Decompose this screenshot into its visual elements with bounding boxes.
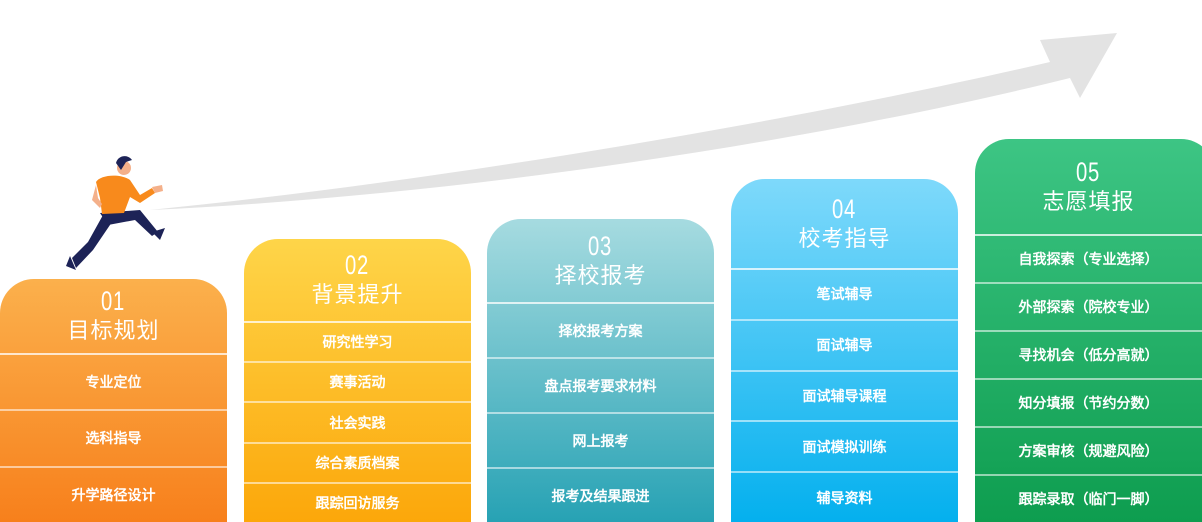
step-header: 05 志愿填报 — [975, 139, 1202, 236]
step-item[interactable]: 网上报考 — [487, 414, 714, 469]
runner-icon — [66, 156, 165, 270]
step-04-column: 04 校考指导 笔试辅导 面试辅导 面试辅导课程 面试模拟训练 辅导资料 — [731, 179, 958, 522]
step-item[interactable]: 自我探索（专业选择） — [975, 236, 1202, 284]
step-item[interactable]: 面试辅导课程 — [731, 372, 958, 423]
step-02-column: 02 背景提升 研究性学习 赛事活动 社会实践 综合素质档案 跟踪回访服务 — [244, 239, 471, 522]
step-number: 02 — [345, 250, 370, 280]
step-number: 03 — [588, 230, 613, 261]
growth-arrow-icon — [150, 33, 1117, 210]
step-item[interactable]: 升学路径设计 — [71, 487, 156, 504]
step-item[interactable]: 辅导资料 — [816, 490, 873, 507]
step-item[interactable]: 综合素质档案 — [244, 444, 471, 484]
step-number: 01 — [101, 286, 126, 316]
step-item[interactable]: 寻找机会（低分高就） — [975, 332, 1202, 380]
step-item[interactable]: 跟踪录取（临门一脚） — [1018, 492, 1159, 508]
step-item[interactable]: 面试模拟训练 — [731, 422, 958, 474]
step-item[interactable]: 盘点报考要求材料 — [487, 359, 714, 414]
step-item[interactable]: 知分填报（节约分数） — [975, 380, 1202, 428]
step-item[interactable]: 方案审核（规避风险） — [975, 428, 1202, 476]
step-item[interactable]: 面试辅导 — [731, 321, 958, 372]
step-header: 01 目标规划 — [0, 279, 227, 355]
step-item[interactable]: 外部探索（院校专业） — [975, 284, 1202, 332]
step-number: 05 — [1076, 156, 1101, 187]
step-number: 04 — [832, 193, 857, 224]
step-title: 志愿填报 — [1042, 189, 1135, 215]
step-01-column: 01 目标规划 专业定位 选科指导 升学路径设计 — [0, 279, 227, 522]
step-item[interactable]: 专业定位 — [0, 355, 227, 412]
step-05-column: 05 志愿填报 自我探索（专业选择） 外部探索（院校专业） 寻找机会（低分高就）… — [975, 139, 1202, 522]
step-title: 背景提升 — [311, 283, 404, 308]
step-item[interactable]: 笔试辅导 — [731, 270, 958, 321]
step-item[interactable]: 报考及结果跟进 — [551, 488, 650, 505]
step-item[interactable]: 跟踪回访服务 — [315, 495, 400, 512]
step-header: 03 择校报考 — [487, 219, 714, 304]
step-title: 择校报考 — [554, 263, 647, 289]
step-item[interactable]: 研究性学习 — [244, 323, 471, 364]
step-item[interactable]: 赛事活动 — [244, 363, 471, 404]
step-header: 04 校考指导 — [731, 179, 958, 270]
step-03-column: 03 择校报考 择校报考方案 盘点报考要求材料 网上报考 报考及结果跟进 — [487, 219, 714, 522]
step-item[interactable]: 选科指导 — [0, 411, 227, 468]
step-item[interactable]: 择校报考方案 — [487, 304, 714, 359]
step-title: 目标规划 — [67, 319, 160, 344]
step-header: 02 背景提升 — [244, 239, 471, 323]
step-title: 校考指导 — [798, 226, 891, 252]
step-item[interactable]: 社会实践 — [244, 403, 471, 444]
